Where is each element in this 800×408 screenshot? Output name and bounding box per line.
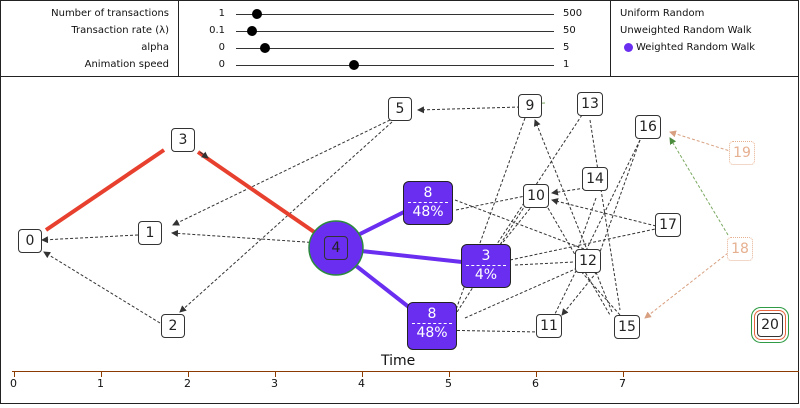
axis-title: Time <box>381 353 416 369</box>
slider-max-transactions: 500 <box>563 8 583 19</box>
graph-node[interactable]: 12 <box>575 249 601 273</box>
axis-tick <box>101 372 102 377</box>
mode-weighted-random-walk-label: Weighted Random Walk <box>636 42 756 53</box>
mode-weighted-random-walk[interactable]: Weighted Random Walk <box>624 42 756 53</box>
divider <box>466 265 506 266</box>
mode-unweighted-random-walk[interactable]: Unweighted Random Walk <box>620 25 752 36</box>
candidate-edge-4-3 <box>351 248 463 264</box>
axis-tick <box>14 372 15 377</box>
slider-label-alpha: alpha <box>141 42 169 53</box>
slider-label-rate: Transaction rate (λ) <box>71 25 169 36</box>
axis-tick-label: 1 <box>97 377 104 390</box>
edge-19-16 <box>669 130 734 153</box>
slider-max-speed: 1 <box>563 59 570 70</box>
edge-4-1 <box>171 229 321 244</box>
control-panel: Number of transactions 1 500 Transaction… <box>0 0 799 77</box>
edge-14-10 <box>551 187 586 196</box>
graph-node[interactable]: 9 <box>518 94 542 118</box>
candidate-node[interactable]: 3 4% <box>461 244 511 288</box>
slider-knob-rate[interactable] <box>247 26 257 36</box>
graph-node[interactable]: 16 <box>635 115 661 139</box>
slider-min-rate: 0.1 <box>209 25 225 36</box>
edge-17-10 <box>551 198 657 227</box>
graph-node[interactable]: 13 <box>577 92 603 116</box>
slider-label-transactions: Number of transactions <box>51 8 169 19</box>
slider-track-transactions[interactable] <box>236 14 554 15</box>
axis-tick <box>188 372 189 377</box>
slider-track-speed[interactable] <box>236 65 554 66</box>
slider-knob-alpha[interactable] <box>260 43 270 53</box>
candidate-node-label: 8 <box>427 306 437 322</box>
axis-tick-label: 6 <box>532 377 539 390</box>
axis-tick-label: 0 <box>10 377 17 390</box>
slider-knob-transactions[interactable] <box>252 9 262 19</box>
path-edge-0-3 <box>44 148 166 232</box>
candidate-node-label: 3 <box>481 248 491 264</box>
graph-node[interactable]: 15 <box>614 315 640 339</box>
candidate-node[interactable]: 8 48% <box>407 302 457 350</box>
edge-2-0 <box>43 251 161 324</box>
candidate-probability: 48% <box>416 325 448 341</box>
slider-label-speed: Animation speed <box>84 59 169 70</box>
axis-tick-label: 3 <box>271 377 278 390</box>
graph-node[interactable]: 10 <box>523 184 549 208</box>
current-node[interactable]: 4 <box>324 236 348 260</box>
graph-node[interactable]: 3 <box>171 128 195 152</box>
axis-tick-label: 2 <box>184 377 191 390</box>
slider-min-transactions: 1 <box>218 8 225 19</box>
axis-tick <box>362 372 363 377</box>
path-edge-3-4 <box>196 150 322 238</box>
slider-track-alpha[interactable] <box>236 48 554 49</box>
divider <box>412 323 452 324</box>
candidate-node-label: 8 <box>423 185 433 201</box>
candidate-probability: 48% <box>412 204 444 220</box>
graph-node[interactable]: 2 <box>161 314 185 338</box>
graph-node[interactable]: 11 <box>536 314 562 338</box>
axis-tick-label: 4 <box>358 377 365 390</box>
axis-tick <box>449 372 450 377</box>
axis-tick <box>536 372 537 377</box>
divider <box>610 0 611 76</box>
slider-max-alpha: 5 <box>563 42 570 53</box>
graph-node[interactable]: 20 <box>757 313 783 337</box>
slider-track-rate[interactable] <box>236 31 554 32</box>
edge-12-11 <box>561 267 601 316</box>
graph-node[interactable]: 18 <box>727 237 753 261</box>
axis-tick-label: 7 <box>619 377 626 390</box>
mode-uniform-random[interactable]: Uniform Random <box>620 8 705 19</box>
edge-18-15 <box>644 252 729 319</box>
axis-tick <box>275 372 276 377</box>
selected-radio-icon <box>624 43 633 52</box>
edge-15-9 <box>533 119 613 313</box>
current-node-halo <box>308 220 364 276</box>
slider-min-speed: 0 <box>218 59 225 70</box>
slider-min-alpha: 0 <box>218 42 225 53</box>
edge-1-0 <box>41 234 139 244</box>
edge-5-2 <box>179 121 393 313</box>
graph-node[interactable]: 1 <box>138 221 162 245</box>
edge-5-1 <box>172 119 391 226</box>
slider-max-rate: 50 <box>563 25 576 36</box>
graph-node[interactable]: 5 <box>388 97 412 121</box>
divider <box>178 0 179 76</box>
slider-knob-speed[interactable] <box>349 60 359 70</box>
edge-9-5 <box>417 106 521 114</box>
time-axis-line <box>12 371 799 372</box>
graph-node[interactable]: 0 <box>18 229 42 253</box>
axis-tick-label: 5 <box>445 377 452 390</box>
divider <box>408 202 448 203</box>
candidate-probability: 4% <box>474 267 498 283</box>
graph-node[interactable]: 19 <box>729 141 755 165</box>
axis-tick <box>623 372 624 377</box>
graph-node[interactable]: 14 <box>582 167 608 191</box>
graph-node[interactable]: 17 <box>655 213 681 237</box>
candidate-node[interactable]: 8 48% <box>403 181 453 225</box>
